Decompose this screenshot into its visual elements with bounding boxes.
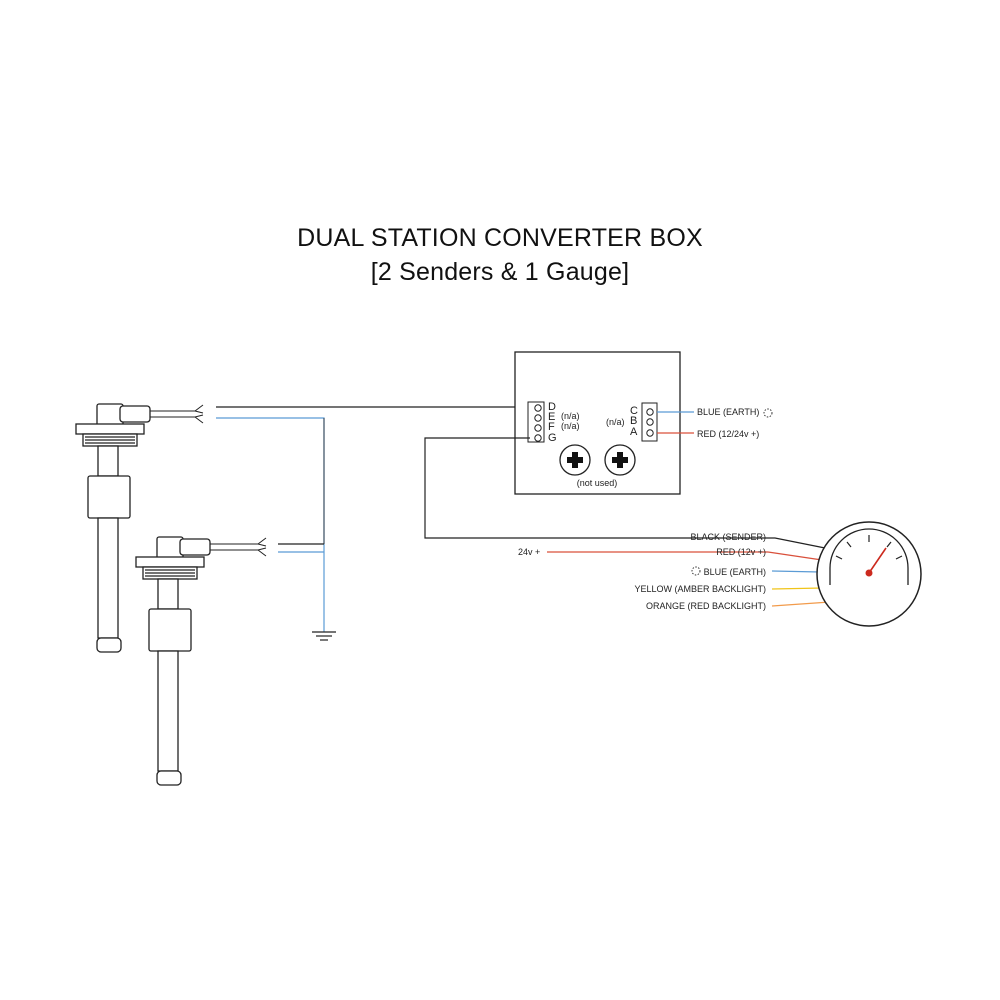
sender-1-leads [150,404,204,424]
pin-c-label: C [630,405,638,417]
gauge-icon [816,521,922,627]
sender-1 [75,403,151,653]
gauge-wire-yellow-label: YELLOW (AMBER BACKLIGHT) [634,584,766,594]
pin-e-label: E [548,411,555,423]
converter-box: D E F G (n/a) (n/a) C B A (n/a) [514,351,681,495]
pin-f-label: F [548,421,555,433]
sender-2 [135,536,211,786]
gauge-wire-red-label: RED (12v +) [716,547,766,557]
screws-note: (not used) [577,478,618,488]
pin-a-label: A [630,426,638,438]
sender-wiring [216,406,530,632]
screw-right-icon [604,444,636,476]
box-wire-red-label: RED (12/24v +) [697,429,759,439]
earth-symbol-gauge-icon [691,566,701,576]
pin-d-label: D [548,401,556,413]
pin-b-label: B [630,415,637,427]
earth-ground-icon [312,631,336,641]
pin-g-label: G [548,432,557,444]
sender-2-leads [210,537,267,557]
wire-box-to-gauge [424,437,826,549]
box-output-wires [657,411,694,434]
pin-c-note: (n/a) [606,417,625,427]
pin-f-note: (n/a) [561,421,580,431]
diagram-subtitle: [2 Senders & 1 Gauge] [370,258,630,286]
gauge-wire-blue-label: BLUE (EARTH) [704,567,766,577]
screw-left-icon [559,444,591,476]
terminal-block-left [527,401,545,443]
gauge-wire-orange-label: ORANGE (RED BACKLIGHT) [646,601,766,611]
gauge-wire-black-label: BLACK (SENDER) [690,532,766,542]
supply-label: 24v + [518,547,540,557]
diagram-title: DUAL STATION CONVERTER BOX [297,224,703,252]
box-wire-blue-label: BLUE (EARTH) [697,407,759,417]
gauge-wiring [547,551,831,607]
pin-e-note: (n/a) [561,411,580,421]
earth-symbol-icon [763,408,773,418]
